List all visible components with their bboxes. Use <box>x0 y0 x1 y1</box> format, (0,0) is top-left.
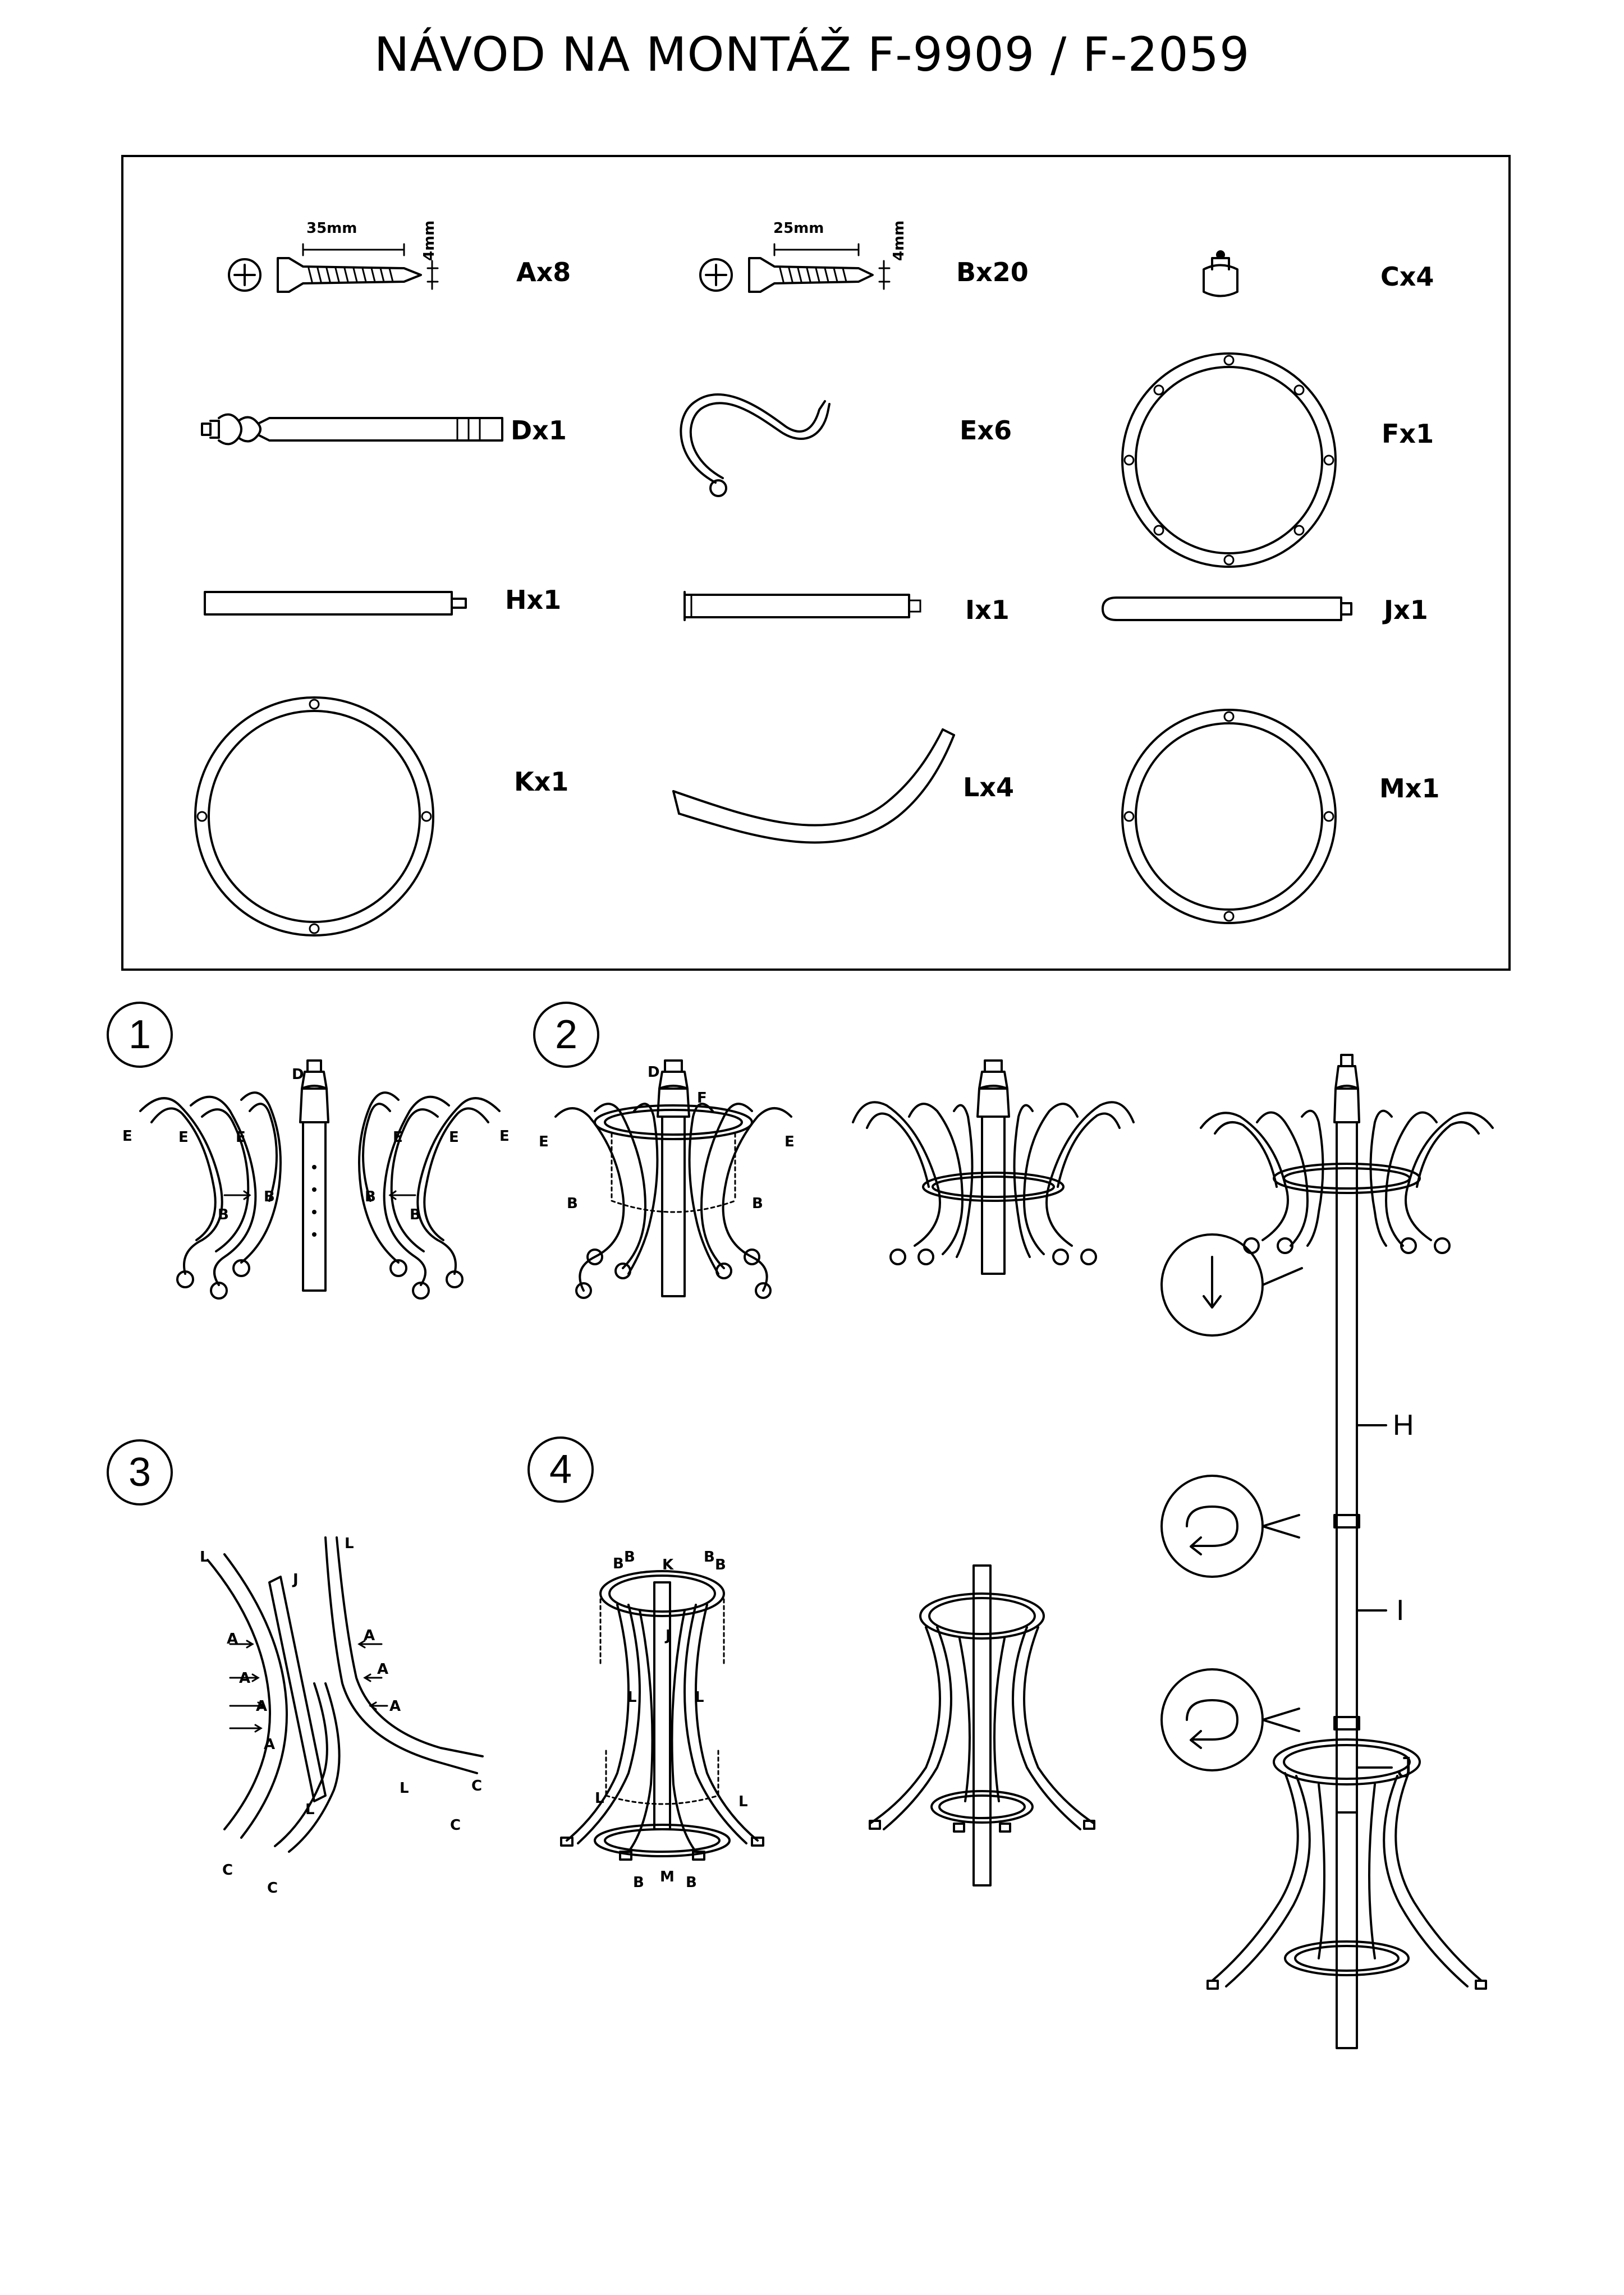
step-1-label-b-3: B <box>365 1188 376 1205</box>
ring-m-drawing <box>1117 704 1341 929</box>
screw-b-length: 25mm <box>773 220 824 237</box>
step-3-label-a-3: A <box>256 1698 268 1715</box>
step-1-label-b-2: B <box>264 1188 275 1205</box>
screw-b-drawing <box>690 224 948 314</box>
step-1-label-b-1: B <box>218 1206 229 1223</box>
step-4-label-b-5: B <box>633 1874 644 1891</box>
step-4-label-m: M <box>660 1869 675 1885</box>
step-4-drawing <box>556 1549 769 1885</box>
step-2-label-b-2: B <box>752 1195 763 1212</box>
page-title: NÁVOD NA MONTÁŽ F-9909 / F-2059 <box>374 27 1250 82</box>
step-1-label-e-2: E <box>178 1129 189 1146</box>
part-f-label: Fx1 <box>1382 419 1434 449</box>
step-3-label-c-3: C <box>222 1862 233 1879</box>
step-1-label-e-4: E <box>393 1129 403 1146</box>
screw-a-diameter: 4mm <box>421 220 438 261</box>
step-2-label-f: F <box>697 1090 707 1107</box>
part-m-label: Mx1 <box>1379 773 1440 804</box>
step-4-label-l-1: L <box>627 1689 637 1706</box>
step-2-badge: 2 <box>533 1002 599 1068</box>
step-3-label-a-4: A <box>264 1736 276 1753</box>
step-1-label-b-4: B <box>410 1206 421 1223</box>
assembled-base-drawing <box>864 1554 1100 1891</box>
step-4-badge: 4 <box>527 1436 594 1503</box>
step-1-label-e-6: E <box>499 1128 510 1145</box>
step-4-label-b-3: B <box>704 1549 715 1566</box>
step-2-drawing <box>539 1055 808 1302</box>
step-3-drawing <box>191 1515 505 1863</box>
step-3-label-l-4: L <box>305 1801 315 1818</box>
step-3-label-c-2: C <box>450 1817 461 1834</box>
part-e-label: Ex6 <box>960 415 1012 446</box>
step-3-label-a-5: A <box>364 1627 375 1644</box>
part-j-label: Jx1 <box>1384 595 1428 625</box>
step-4-label-l-2: L <box>695 1689 704 1706</box>
step-3-label-a-2: A <box>239 1670 251 1687</box>
part-c-label: Cx4 <box>1380 261 1434 292</box>
pole-i-drawing <box>673 584 932 628</box>
screw-a-length: 35mm <box>306 220 357 237</box>
step-4-label-b-2: B <box>624 1549 635 1566</box>
final-rack-drawing <box>1156 1049 1515 2059</box>
glide-c-drawing <box>1190 250 1251 309</box>
step-4-label-l-4: L <box>738 1793 748 1810</box>
part-h-label: Hx1 <box>505 585 562 615</box>
hook-e-drawing <box>662 376 847 505</box>
screw-b-diameter: 4mm <box>891 220 907 261</box>
part-i-label: Ix1 <box>965 595 1010 625</box>
step-3-label-c-4: C <box>267 1880 278 1897</box>
step-4-label-k: K <box>662 1557 674 1573</box>
final-label-j: J <box>1397 1751 1412 1784</box>
step-1-label-e-5: E <box>449 1129 459 1146</box>
ring-k-drawing <box>188 690 441 943</box>
step-2-label-d: D <box>648 1064 660 1081</box>
step-1-label-e-3: E <box>236 1129 246 1146</box>
final-label-h: H <box>1393 1409 1414 1442</box>
step-1-label-e-1: E <box>122 1128 132 1145</box>
step-4-label-l-3: L <box>595 1790 604 1807</box>
step-4-label-j: J <box>666 1627 671 1644</box>
step-3-label-l-2: L <box>345 1535 354 1552</box>
screw-a-drawing <box>219 224 567 314</box>
leg-l-drawing <box>662 718 954 870</box>
step-3-label-a-6: A <box>377 1661 389 1678</box>
step-2-label-b-1: B <box>567 1195 578 1212</box>
step-4-label-b-4: B <box>715 1557 726 1573</box>
part-k-label: Kx1 <box>514 766 569 797</box>
step-4-label-b-1: B <box>613 1555 624 1572</box>
step-2-label-e-2: E <box>785 1133 795 1150</box>
step-1-drawing <box>118 1055 522 1302</box>
part-a-label: Ax8 <box>516 257 571 287</box>
final-label-i: I <box>1396 1594 1405 1627</box>
step-3-label-c-1: C <box>471 1778 483 1794</box>
pole-h-drawing <box>202 584 471 623</box>
part-d-label: Dx1 <box>511 415 567 446</box>
part-b-label: Bx20 <box>956 257 1029 287</box>
step-1-label-d: D <box>292 1066 304 1083</box>
parts-list-box: 35mm 4mm Ax8 25mm 4mm Bx20 Cx4 Dx1 Ex6 <box>121 155 1511 971</box>
ring-f-drawing <box>1117 348 1341 572</box>
step-4-label-b-6: B <box>686 1874 697 1891</box>
assembled-top-drawing <box>842 1055 1145 1279</box>
step-3-label-l-3: L <box>400 1780 409 1797</box>
step-3-label-l-1: L <box>200 1549 209 1566</box>
step-3-label-a-1: A <box>227 1631 238 1647</box>
step-3-badge: 3 <box>107 1439 173 1505</box>
step-3-label-j: J <box>293 1571 299 1588</box>
step-1-badge: 1 <box>107 1002 173 1068</box>
step-2-label-e-1: E <box>539 1133 549 1150</box>
part-l-label: Lx4 <box>963 772 1014 802</box>
pole-j-drawing <box>1100 589 1358 628</box>
finial-d-drawing <box>196 398 511 460</box>
step-3-label-a-7: A <box>389 1698 401 1715</box>
